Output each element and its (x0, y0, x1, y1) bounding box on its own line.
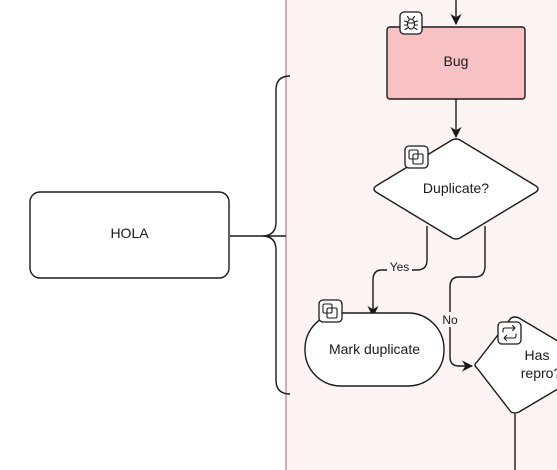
edge-no[interactable] (449, 226, 486, 372)
bracket-connector[interactable] (230, 75, 291, 395)
copy-icon (404, 145, 429, 169)
repeat-icon (497, 321, 522, 345)
node-bug-label: Bug (444, 53, 469, 69)
node-mark-duplicate-label: Mark duplicate (329, 341, 420, 357)
node-bug[interactable]: Bug (386, 26, 526, 100)
node-has-repro[interactable]: Has repro? (474, 316, 557, 414)
edge-yes-label-bg (387, 259, 412, 274)
node-has-repro-label-line2: repro? (521, 365, 557, 381)
edge-no-label: No (442, 313, 458, 327)
node-has-repro-label-line1: Has (525, 347, 550, 363)
node-hola-label: HOLA (110, 225, 149, 241)
node-mark-duplicate[interactable]: Mark duplicate (304, 312, 445, 387)
node-hola[interactable]: HOLA (29, 191, 230, 279)
edge-yes-label: Yes (390, 260, 410, 274)
copy-icon (318, 299, 343, 323)
edge-no-label-bg (439, 312, 461, 327)
node-duplicate-label: Duplicate? (423, 180, 489, 196)
bug-icon (399, 11, 423, 35)
